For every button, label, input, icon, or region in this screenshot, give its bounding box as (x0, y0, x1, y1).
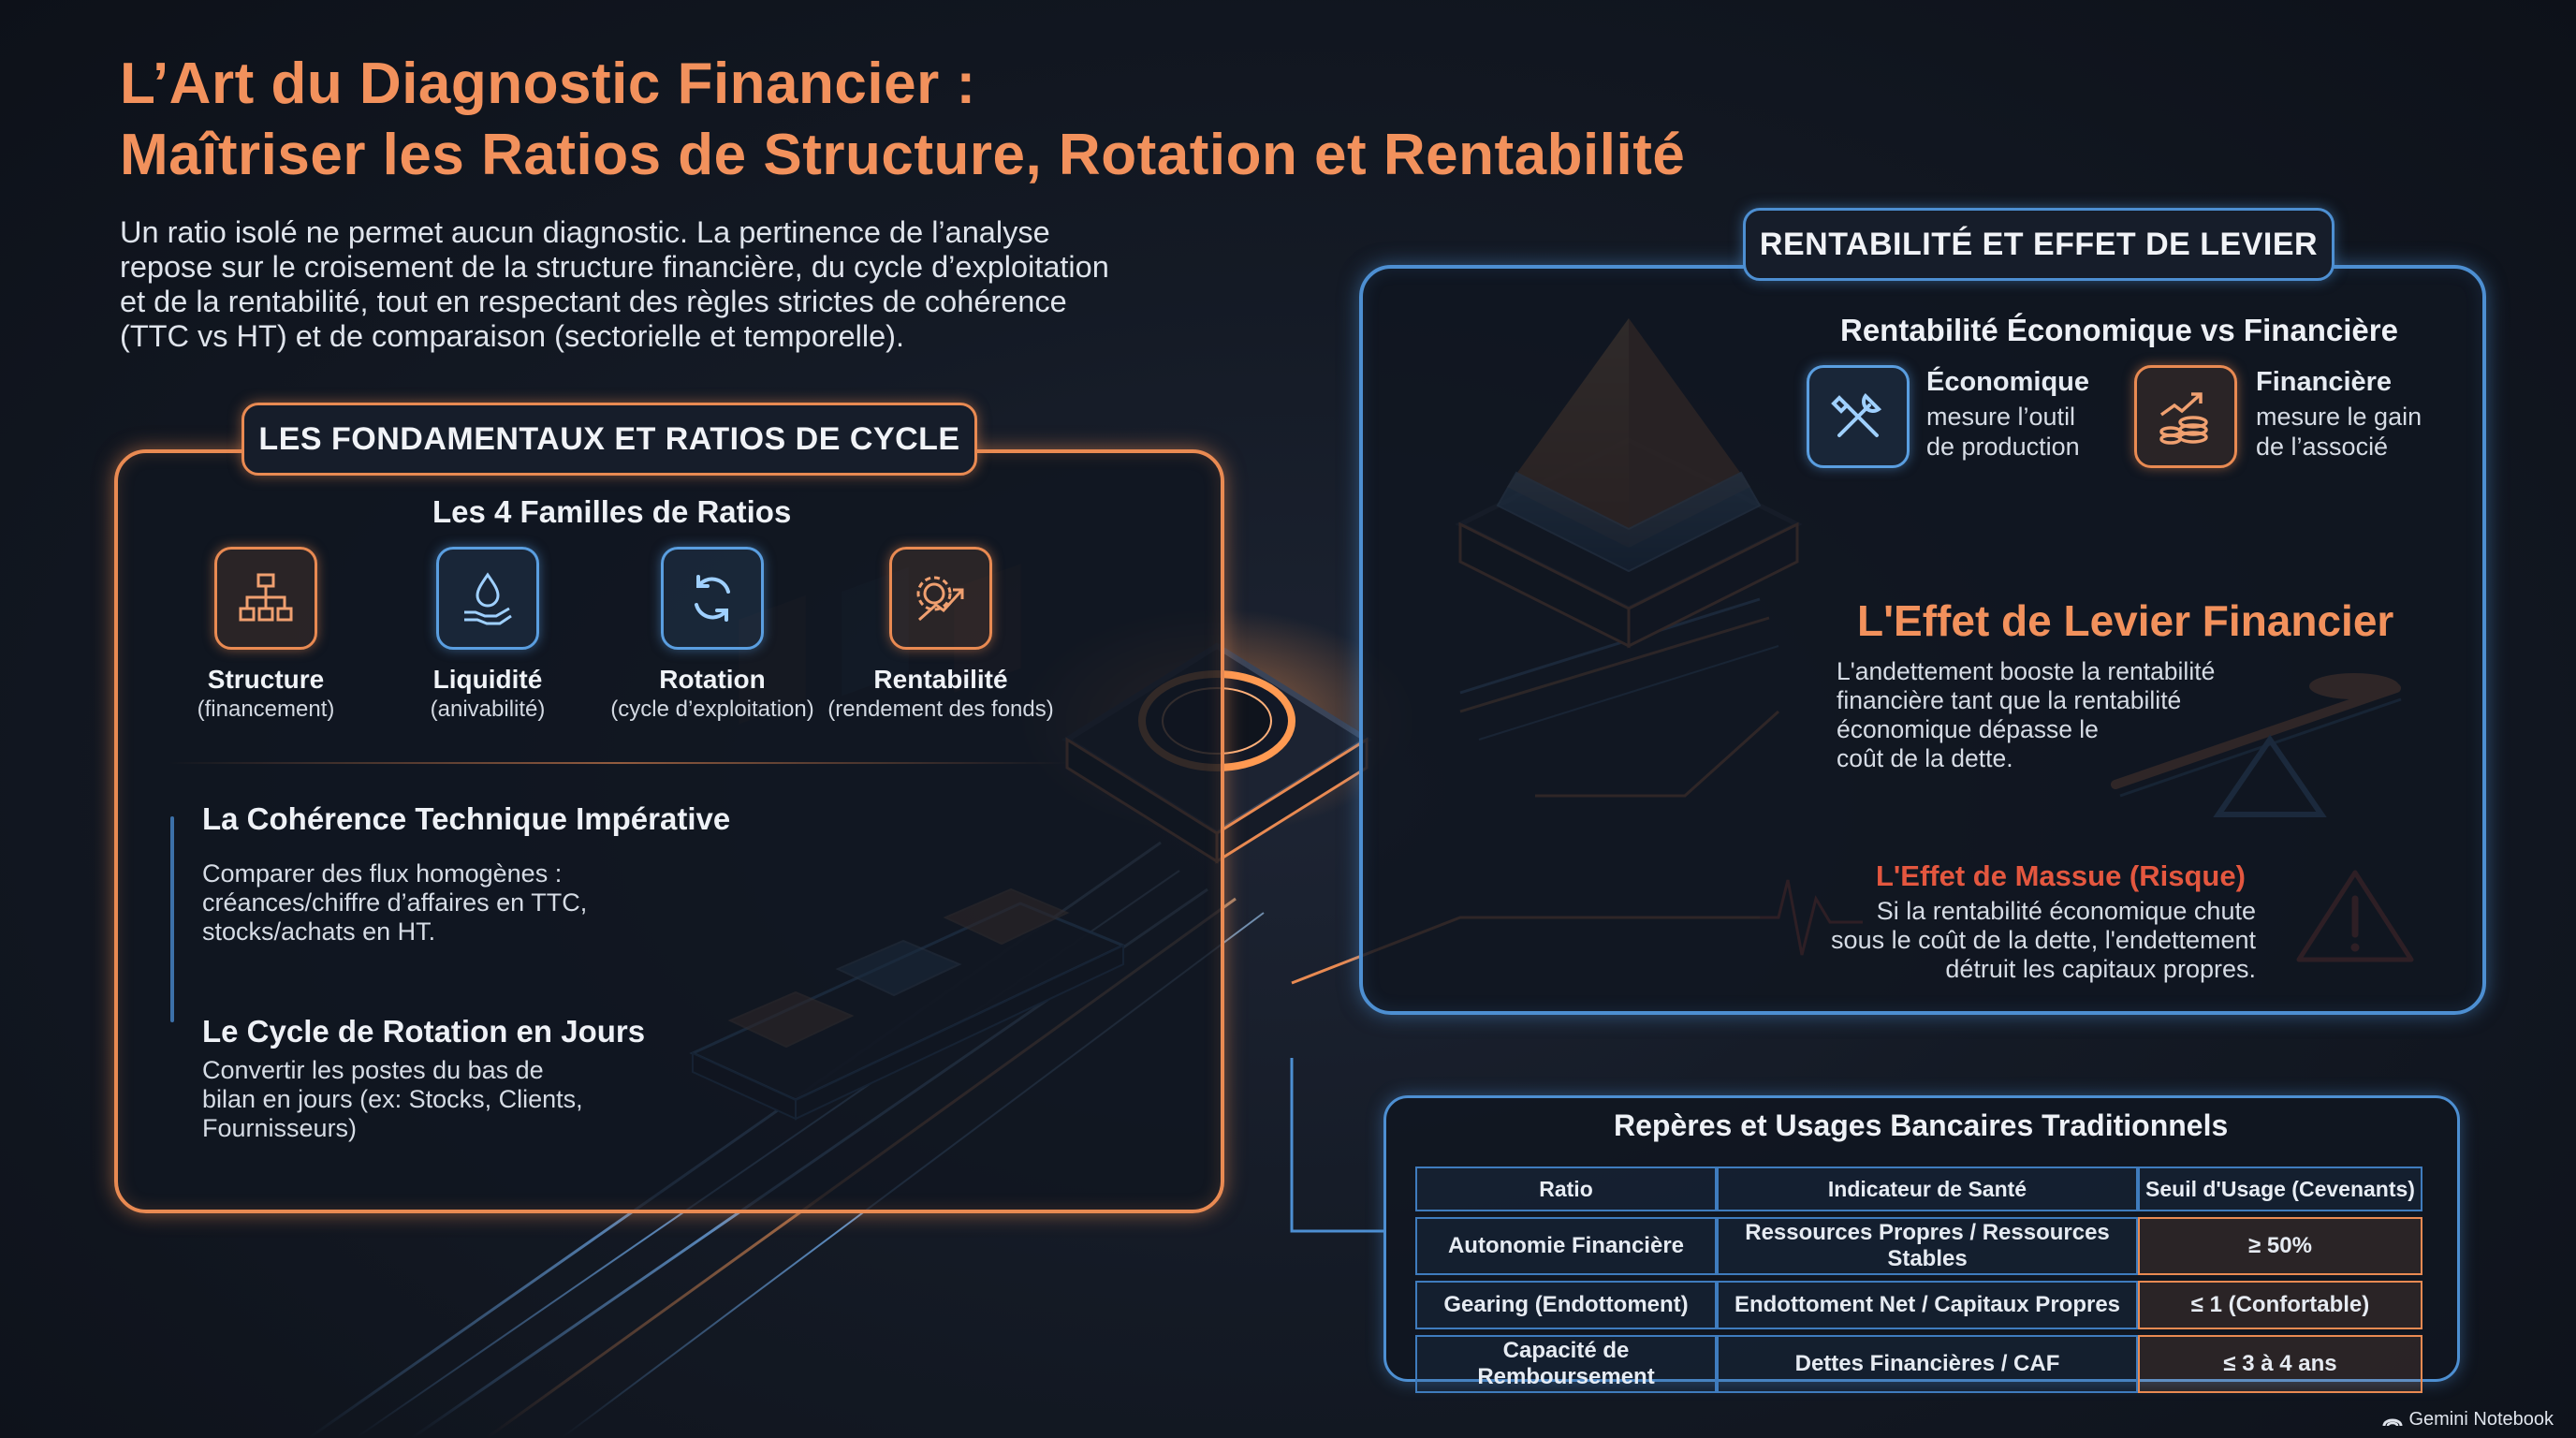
coherence-text: Comparer des flux homogènes : créances/c… (202, 859, 587, 946)
section-bar (170, 816, 174, 1022)
text-line: Si la rentabilité économique chute (1876, 897, 2256, 925)
family-name: Rotation (659, 665, 766, 694)
coherence-heading: La Cohérence Technique Impérative (202, 801, 731, 836)
tools-icon (1807, 365, 1910, 468)
benchmarks-table: Ratio Indicateur de Santé Seuil d'Usage … (1415, 1161, 2422, 1399)
family-name: Structure (207, 665, 325, 694)
family-sub: (financement) (197, 697, 335, 722)
text-line: sous le coût de la dette, l'endettement (1831, 926, 2256, 954)
rotation-arrows-icon (661, 547, 764, 650)
divider (168, 762, 1067, 764)
table-header-cell: Ratio (1415, 1167, 1717, 1211)
coins-growth-icon (2134, 365, 2237, 468)
org-chart-icon (214, 547, 317, 650)
table-row: Capacité de Remboursement Dettes Financi… (1415, 1335, 2422, 1393)
family-rotation: Rotation (cycle d’exploitation) (591, 547, 834, 723)
gemini-logo-icon (2382, 1418, 2403, 1426)
profitability-heading: Rentabilité Économique vs Financière (1840, 313, 2398, 347)
profitability-tag: RENTABILITÉ ET EFFET DE LEVIER (1743, 208, 2334, 281)
fundamentals-panel (114, 449, 1224, 1213)
title-line-1: L’Art du Diagnostic Financier : (120, 51, 976, 116)
family-liquidite: Liquidité (anivabilité) (366, 547, 609, 723)
family-structure: Structure (financement) (144, 547, 388, 723)
page-title: L’Art du Diagnostic Financier : Maîtrise… (120, 49, 1685, 191)
intro-line: (TTC vs HT) et de comparaison (sectoriel… (120, 319, 905, 353)
text-line: coût de la dette. (1837, 744, 2013, 772)
cycle-heading: Le Cycle de Rotation en Jours (202, 1014, 646, 1049)
text-line: économique dépasse le (1837, 715, 2099, 743)
table-cell: Capacité de Remboursement (1415, 1335, 1717, 1393)
intro-line: repose sur le croisement de la structure… (120, 250, 1109, 284)
footer-brand-label: Gemini Notebook (2408, 1409, 2554, 1430)
family-sub: (rendement des fonds) (827, 697, 1054, 722)
table-cell: Ressources Propres / Ressources Stables (1717, 1217, 2138, 1275)
text-line: Fournisseurs) (202, 1114, 358, 1142)
levier-title: L'Effet de Levier Financier (1857, 596, 2394, 645)
title-line-2: Maîtriser les Ratios de Structure, Rotat… (120, 123, 1686, 187)
family-name: Liquidité (432, 665, 543, 694)
text-line: L'andettement booste la rentabilité (1837, 657, 2216, 685)
text-line: financière tant que la rentabilité (1837, 686, 2182, 714)
table-row: Gearing (Endottoment) Endottoment Net / … (1415, 1281, 2422, 1329)
footer-brand: Gemini Notebook (2382, 1409, 2554, 1431)
text-line: détruit les capitaux propres. (1945, 955, 2256, 983)
family-rentabilite: Rentabilité (rendement des fonds) (819, 547, 1062, 723)
table-cell: Endottoment Net / Capitaux Propres (1717, 1281, 2138, 1329)
text-line: stocks/achats en HT. (202, 917, 436, 946)
text-line: bilan en jours (ex: Stocks, Clients, (202, 1085, 583, 1113)
table-cell: Dettes Financières / CAF (1717, 1335, 2138, 1393)
cycle-text: Convertir les postes du bas de bilan en … (202, 1056, 583, 1143)
massue-title: L'Effet de Massue (Risque) (1876, 859, 2246, 892)
table-heading: Repères et Usages Bancaires Traditionnel… (1614, 1108, 2229, 1142)
table-cell: ≤ 1 (Confortable) (2138, 1281, 2422, 1329)
economique-line: mesure l’outil (1926, 403, 2076, 431)
hand-water-drop-icon (436, 547, 539, 650)
table-header-row: Ratio Indicateur de Santé Seuil d'Usage … (1415, 1167, 2422, 1211)
table-header-cell: Indicateur de Santé (1717, 1167, 2138, 1211)
family-name: Rentabilité (873, 665, 1008, 694)
intro-line: Un ratio isolé ne permet aucun diagnosti… (120, 215, 1050, 249)
banking-benchmarks-panel (1383, 1095, 2460, 1382)
levier-text: L'andettement booste la rentabilité fina… (1837, 657, 2215, 773)
economique-title: Économique (1926, 367, 2090, 397)
fundamentals-tag: LES FONDAMENTAUX ET RATIOS DE CYCLE (242, 403, 977, 476)
text-line: Comparer des flux homogènes : (202, 859, 563, 888)
intro-paragraph: Un ratio isolé ne permet aucun diagnosti… (120, 215, 1206, 354)
table-row: Autonomie Financière Ressources Propres … (1415, 1217, 2422, 1275)
table-cell: Autonomie Financière (1415, 1217, 1717, 1275)
text-line: créances/chiffre d’affaires en TTC, (202, 888, 588, 917)
text-line: Convertir les postes du bas de (202, 1056, 544, 1084)
intro-line: et de la rentabilité, tout en respectant… (120, 285, 1067, 318)
massue-text: Si la rentabilité économique chute sous … (1831, 897, 2256, 984)
table-header-cell: Seuil d'Usage (Cevenants) (2138, 1167, 2422, 1211)
gear-growth-icon (889, 547, 992, 650)
table-cell: ≥ 50% (2138, 1217, 2422, 1275)
profitability-panel (1359, 265, 2486, 1015)
economique-line: de production (1926, 433, 2080, 461)
family-sub: (anivabilité) (430, 697, 546, 722)
table-cell: ≤ 3 à 4 ans (2138, 1335, 2422, 1393)
financiere-line: de l’associé (2256, 433, 2389, 461)
financiere-title: Financière (2256, 367, 2393, 397)
table-cell: Gearing (Endottoment) (1415, 1281, 1717, 1329)
families-heading: Les 4 Familles de Ratios (432, 494, 792, 529)
financiere-line: mesure le gain (2256, 403, 2422, 431)
family-sub: (cycle d’exploitation) (610, 697, 814, 722)
